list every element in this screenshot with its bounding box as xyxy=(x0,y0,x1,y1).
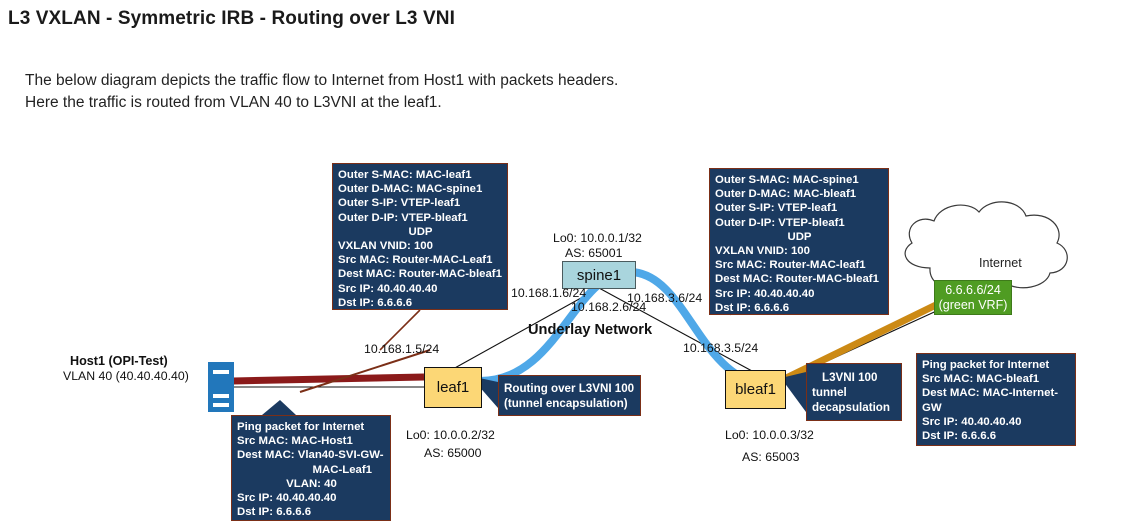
link-leaf1-spine1 xyxy=(452,287,600,370)
ping-line: Src MAC: MAC-bleaf1 xyxy=(922,373,1040,386)
bleaf1-as-label: AS: 65003 xyxy=(742,450,800,464)
packet-header-leaf-to-spine: Outer S-MAC: MAC-leaf1 Outer D-MAC: MAC-… xyxy=(332,163,508,310)
hdr-line: Outer S-IP: VTEP-leaf1 xyxy=(338,197,461,210)
decapsulation-callout: L3VNI 100 tunnel decapsulation xyxy=(806,363,902,421)
vrf-name: (green VRF) xyxy=(938,297,1008,312)
link-label-10-168-3-6: 10.168.3.6/24 xyxy=(627,291,703,305)
link-label-10-168-2-6: 10.168.2.6/24 xyxy=(571,300,647,314)
packet-header-spine-to-bleaf: Outer S-MAC: MAC-spine1 Outer D-MAC: MAC… xyxy=(709,168,889,315)
link-label-10-168-3-5: 10.168.3.5/24 xyxy=(683,341,759,355)
hdr-line: Dest MAC: Router-MAC-bleaf1 xyxy=(338,268,502,281)
page-title: L3 VXLAN - Symmetric IRB - Routing over … xyxy=(8,8,455,29)
hdr-line: Outer S-MAC: MAC-spine1 xyxy=(715,174,859,186)
leaf1-loopback-label: Lo0: 10.0.0.2/32 xyxy=(406,428,495,442)
leaf1-as-label: AS: 65000 xyxy=(424,446,482,460)
encap-line-1: Routing over L3VNI 100 xyxy=(504,382,635,395)
decap-line-2: tunnel xyxy=(812,386,847,399)
server-icon xyxy=(208,362,234,412)
node-bleaf1[interactable]: bleaf1 xyxy=(725,370,786,409)
pointer-decap xyxy=(781,372,806,412)
spine1-loopback-label: Lo0: 10.0.0.1/32 xyxy=(553,231,642,245)
hdr-line: Dst IP: 6.6.6.6 xyxy=(715,301,790,314)
hdr-line: Dest MAC: Router-MAC-bleaf1 xyxy=(715,273,879,286)
node-leaf1-label: leaf1 xyxy=(436,379,470,396)
pointer-ping-host xyxy=(262,400,296,415)
bleaf1-loopback-label: Lo0: 10.0.0.3/32 xyxy=(725,428,814,442)
ping-packet-to-internet: Ping packet for Internet Src MAC: MAC-bl… xyxy=(916,353,1076,446)
ping-packet-from-host: Ping packet for Internet Src MAC: MAC-Ho… xyxy=(231,415,391,521)
hdr-line: VXLAN VNID: 100 xyxy=(338,240,433,253)
hdr-line: Outer S-IP: VTEP-leaf1 xyxy=(715,202,838,215)
hdr-line: Outer D-IP: VTEP-bleaf1 xyxy=(338,211,468,224)
host-vlan-label: VLAN 40 (40.40.40.40) xyxy=(63,369,189,383)
ping-title: Ping packet for Internet xyxy=(922,359,1050,371)
leader-ping-host xyxy=(299,349,431,393)
hdr-line: VXLAN VNID: 100 xyxy=(715,245,810,258)
link-label-10-168-1-6: 10.168.1.6/24 xyxy=(511,286,587,300)
underlay-network-label: Underlay Network xyxy=(528,322,653,338)
link-label-10-168-1-5: 10.168.1.5/24 xyxy=(364,342,440,356)
decap-line-1: L3VNI 100 xyxy=(822,371,878,384)
spine1-as-label: AS: 65001 xyxy=(565,246,623,260)
hdr-line: Src MAC: Router-MAC-Leaf1 xyxy=(338,254,493,267)
hdr-line-udp: UDP xyxy=(787,230,812,243)
ping-line: Dest MAC: Vlan40-SVI-GW- xyxy=(237,449,384,462)
node-spine1-label: spine1 xyxy=(576,266,622,284)
ping-line: MAC-Leaf1 xyxy=(312,463,373,476)
hdr-line: Outer D-IP: VTEP-bleaf1 xyxy=(715,216,845,229)
ping-line: Dst IP: 6.6.6.6 xyxy=(922,430,997,443)
internet-cloud-icon xyxy=(904,201,1068,293)
decap-line-3: decapsulation xyxy=(812,401,890,414)
ping-line: Src IP: 40.40.40.40 xyxy=(922,415,1022,428)
ping-line-vlan: VLAN: 40 xyxy=(286,477,337,490)
internet-label: Internet xyxy=(979,256,1022,270)
hdr-line: Src IP: 40.40.40.40 xyxy=(338,282,438,295)
host-name-label: Host1 (OPI-Test) xyxy=(70,354,168,368)
encapsulation-callout: Routing over L3VNI 100 (tunnel encapsula… xyxy=(498,375,641,416)
hdr-line: Src IP: 40.40.40.40 xyxy=(715,287,815,300)
ping-line: Dest MAC: MAC-Internet-GW xyxy=(922,387,1059,414)
ping-title: Ping packet for Internet xyxy=(237,421,365,433)
hdr-line: Dst IP: 6.6.6.6 xyxy=(338,296,413,309)
ping-line: Src MAC: MAC-Host1 xyxy=(237,435,353,448)
hdr-line: Outer S-MAC: MAC-leaf1 xyxy=(338,169,472,181)
ping-line: Src IP: 40.40.40.40 xyxy=(237,492,337,505)
hdr-line-udp: UDP xyxy=(408,225,433,238)
hdr-line: Outer D-MAC: MAC-spine1 xyxy=(338,183,483,196)
encap-line-2: (tunnel encapsulation) xyxy=(504,397,628,410)
intro-paragraph: The below diagram depicts the traffic fl… xyxy=(25,70,618,114)
intro-line-2: Here the traffic is routed from VLAN 40 … xyxy=(25,94,442,111)
node-bleaf1-label: bleaf1 xyxy=(735,381,776,398)
node-leaf1[interactable]: leaf1 xyxy=(424,367,482,408)
leader-hdr-leaf xyxy=(379,309,421,351)
hdr-line: Outer D-MAC: MAC-bleaf1 xyxy=(715,188,857,201)
ping-line: Dst IP: 6.6.6.6 xyxy=(237,506,312,519)
vrf-address: 6.6.6.6/24 xyxy=(945,282,1001,297)
node-green-vrf[interactable]: 6.6.6.6/24 (green VRF) xyxy=(934,280,1012,315)
node-spine1[interactable]: spine1 xyxy=(562,261,636,289)
hdr-line: Src MAC: Router-MAC-leaf1 xyxy=(715,259,866,272)
intro-line-1: The below diagram depicts the traffic fl… xyxy=(25,72,619,89)
link-spine1-bleaf1 xyxy=(598,287,753,372)
